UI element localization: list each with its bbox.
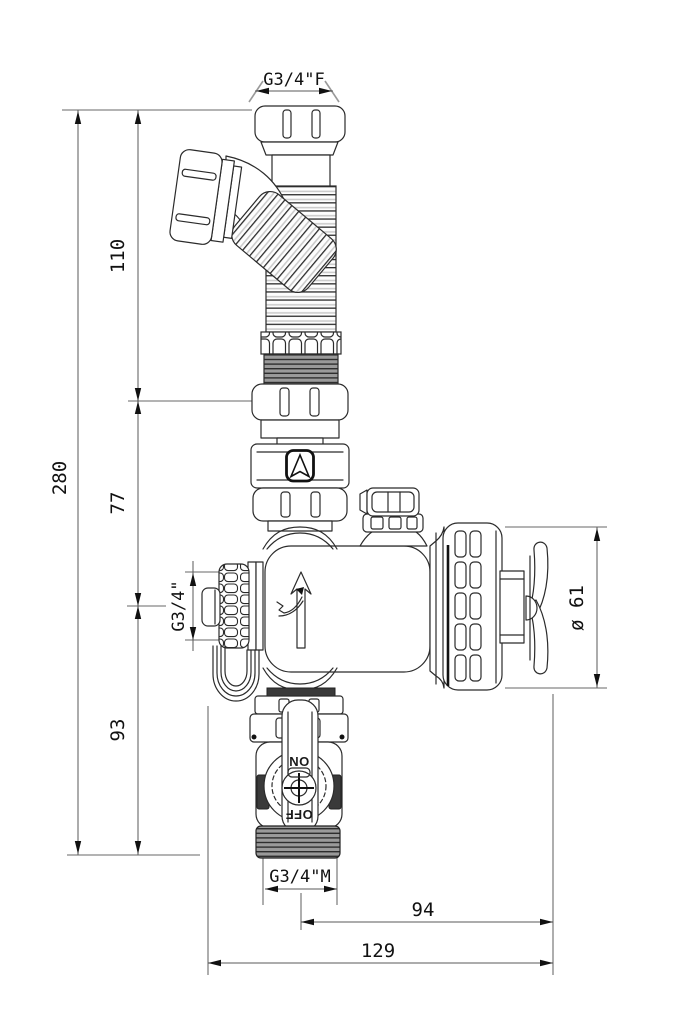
check-valve	[250, 443, 350, 532]
dim-110-label: 110	[107, 239, 129, 273]
flex-hose	[169, 149, 337, 333]
flow-arrow-emblem	[276, 571, 312, 649]
u-tube	[212, 645, 260, 702]
butterfly-handle	[525, 541, 549, 675]
cap-hub	[499, 570, 525, 644]
dim-94-label: 94	[412, 899, 435, 921]
cap-ribs	[454, 530, 482, 682]
dim-77-label: 77	[107, 492, 129, 515]
dim-93-label: 93	[107, 719, 129, 742]
top-port	[359, 487, 428, 547]
check-valve-arrow	[289, 452, 311, 479]
dim-129-label: 129	[361, 940, 395, 962]
valve-off-label: OFF	[285, 807, 313, 822]
dimension-lines	[62, 80, 607, 975]
dim-top-thread-label: G3/4"F	[263, 70, 324, 90]
filter-cap	[429, 522, 549, 691]
outlet-thread	[255, 825, 341, 859]
inlet-nut	[254, 105, 346, 189]
dimension-labels: G3/4"F 110 280 77 93 G3/4" ø 61 G3/4"M 9…	[49, 70, 588, 962]
dim-side-port-label: G3/4"	[169, 580, 189, 631]
dim-bottom-thread-label: G3/4"M	[269, 867, 330, 887]
dim-280-label: 280	[49, 461, 71, 495]
ball-valve	[249, 695, 349, 859]
valve-on-label: ON	[289, 754, 310, 769]
hose-elbow-nut	[169, 149, 243, 245]
filter-body	[262, 526, 431, 697]
dim-knob-diameter-label: ø 61	[566, 585, 588, 631]
union-coupling	[251, 331, 349, 449]
side-port	[201, 561, 264, 651]
